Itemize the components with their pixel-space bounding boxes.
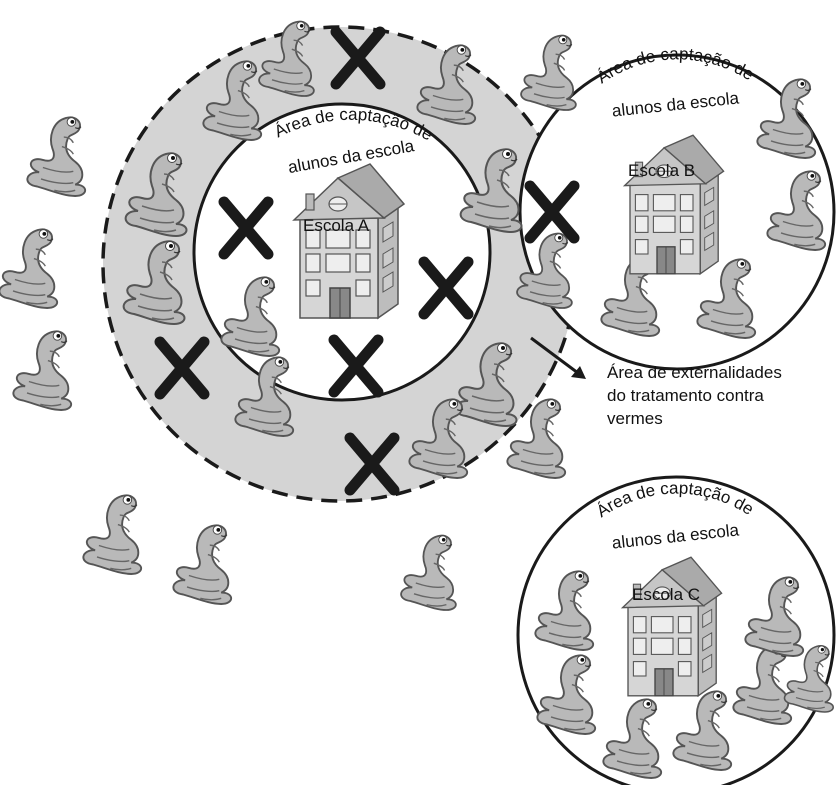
externality-label-line2: do tratamento contra (607, 386, 764, 405)
school-a-label: Escola A (303, 216, 370, 235)
arrow-icon (530, 336, 586, 379)
school-b-label: Escola B (628, 161, 695, 180)
externality-label-line1: Área de externalidades (607, 363, 782, 382)
worm-icon (400, 534, 457, 611)
worm-icon (26, 116, 87, 197)
worm-icon (172, 524, 233, 605)
worm-icon (82, 494, 143, 575)
worm-icon (520, 34, 577, 111)
worm-icon (0, 228, 59, 309)
school-c-label: Escola C (632, 585, 700, 604)
worm-icon (12, 330, 73, 411)
externality-label-line3: vermes (607, 409, 663, 428)
